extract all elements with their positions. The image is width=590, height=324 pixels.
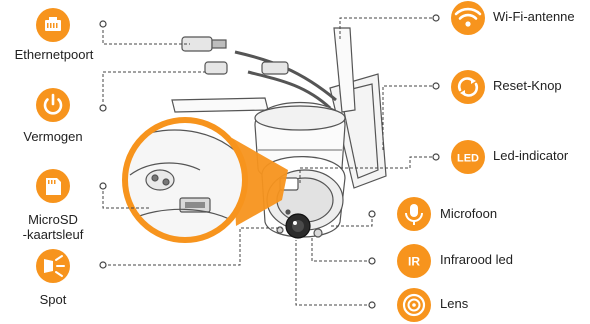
leader-lines bbox=[102, 17, 432, 306]
label-spot: Spot bbox=[39, 292, 67, 307]
reset-icon bbox=[451, 70, 485, 104]
label-power: Vermogen bbox=[23, 129, 83, 144]
led-icon bbox=[451, 140, 485, 174]
label-microsd-line1: MicroSD bbox=[28, 212, 78, 227]
microphone-icon bbox=[397, 197, 431, 231]
label-led: Led-indicator bbox=[493, 148, 569, 163]
sd-card-icon bbox=[36, 169, 70, 203]
label-reset: Reset-Knop bbox=[493, 78, 562, 93]
label-microsd-line2: -kaartsleuf bbox=[22, 227, 84, 242]
infrared-icon bbox=[397, 244, 431, 278]
power-icon bbox=[36, 88, 70, 122]
zoom-inset bbox=[122, 117, 288, 243]
label-wifi: Wi-Fi-antenne bbox=[493, 9, 575, 24]
spotlight-icon bbox=[36, 249, 70, 283]
ethernet-port-icon bbox=[36, 8, 70, 42]
label-ir: Infrarood led bbox=[440, 252, 513, 267]
lens-icon bbox=[397, 288, 431, 322]
camera-body bbox=[171, 27, 387, 239]
led-badge-text: LED bbox=[457, 153, 479, 165]
wifi-icon bbox=[451, 1, 485, 35]
label-mic: Microfoon bbox=[440, 206, 498, 221]
leader-end-dots bbox=[99, 14, 440, 309]
label-lens: Lens bbox=[440, 296, 469, 311]
ir-badge-text: IR bbox=[408, 255, 420, 269]
label-ethernet: Ethernetpoort bbox=[14, 47, 94, 62]
